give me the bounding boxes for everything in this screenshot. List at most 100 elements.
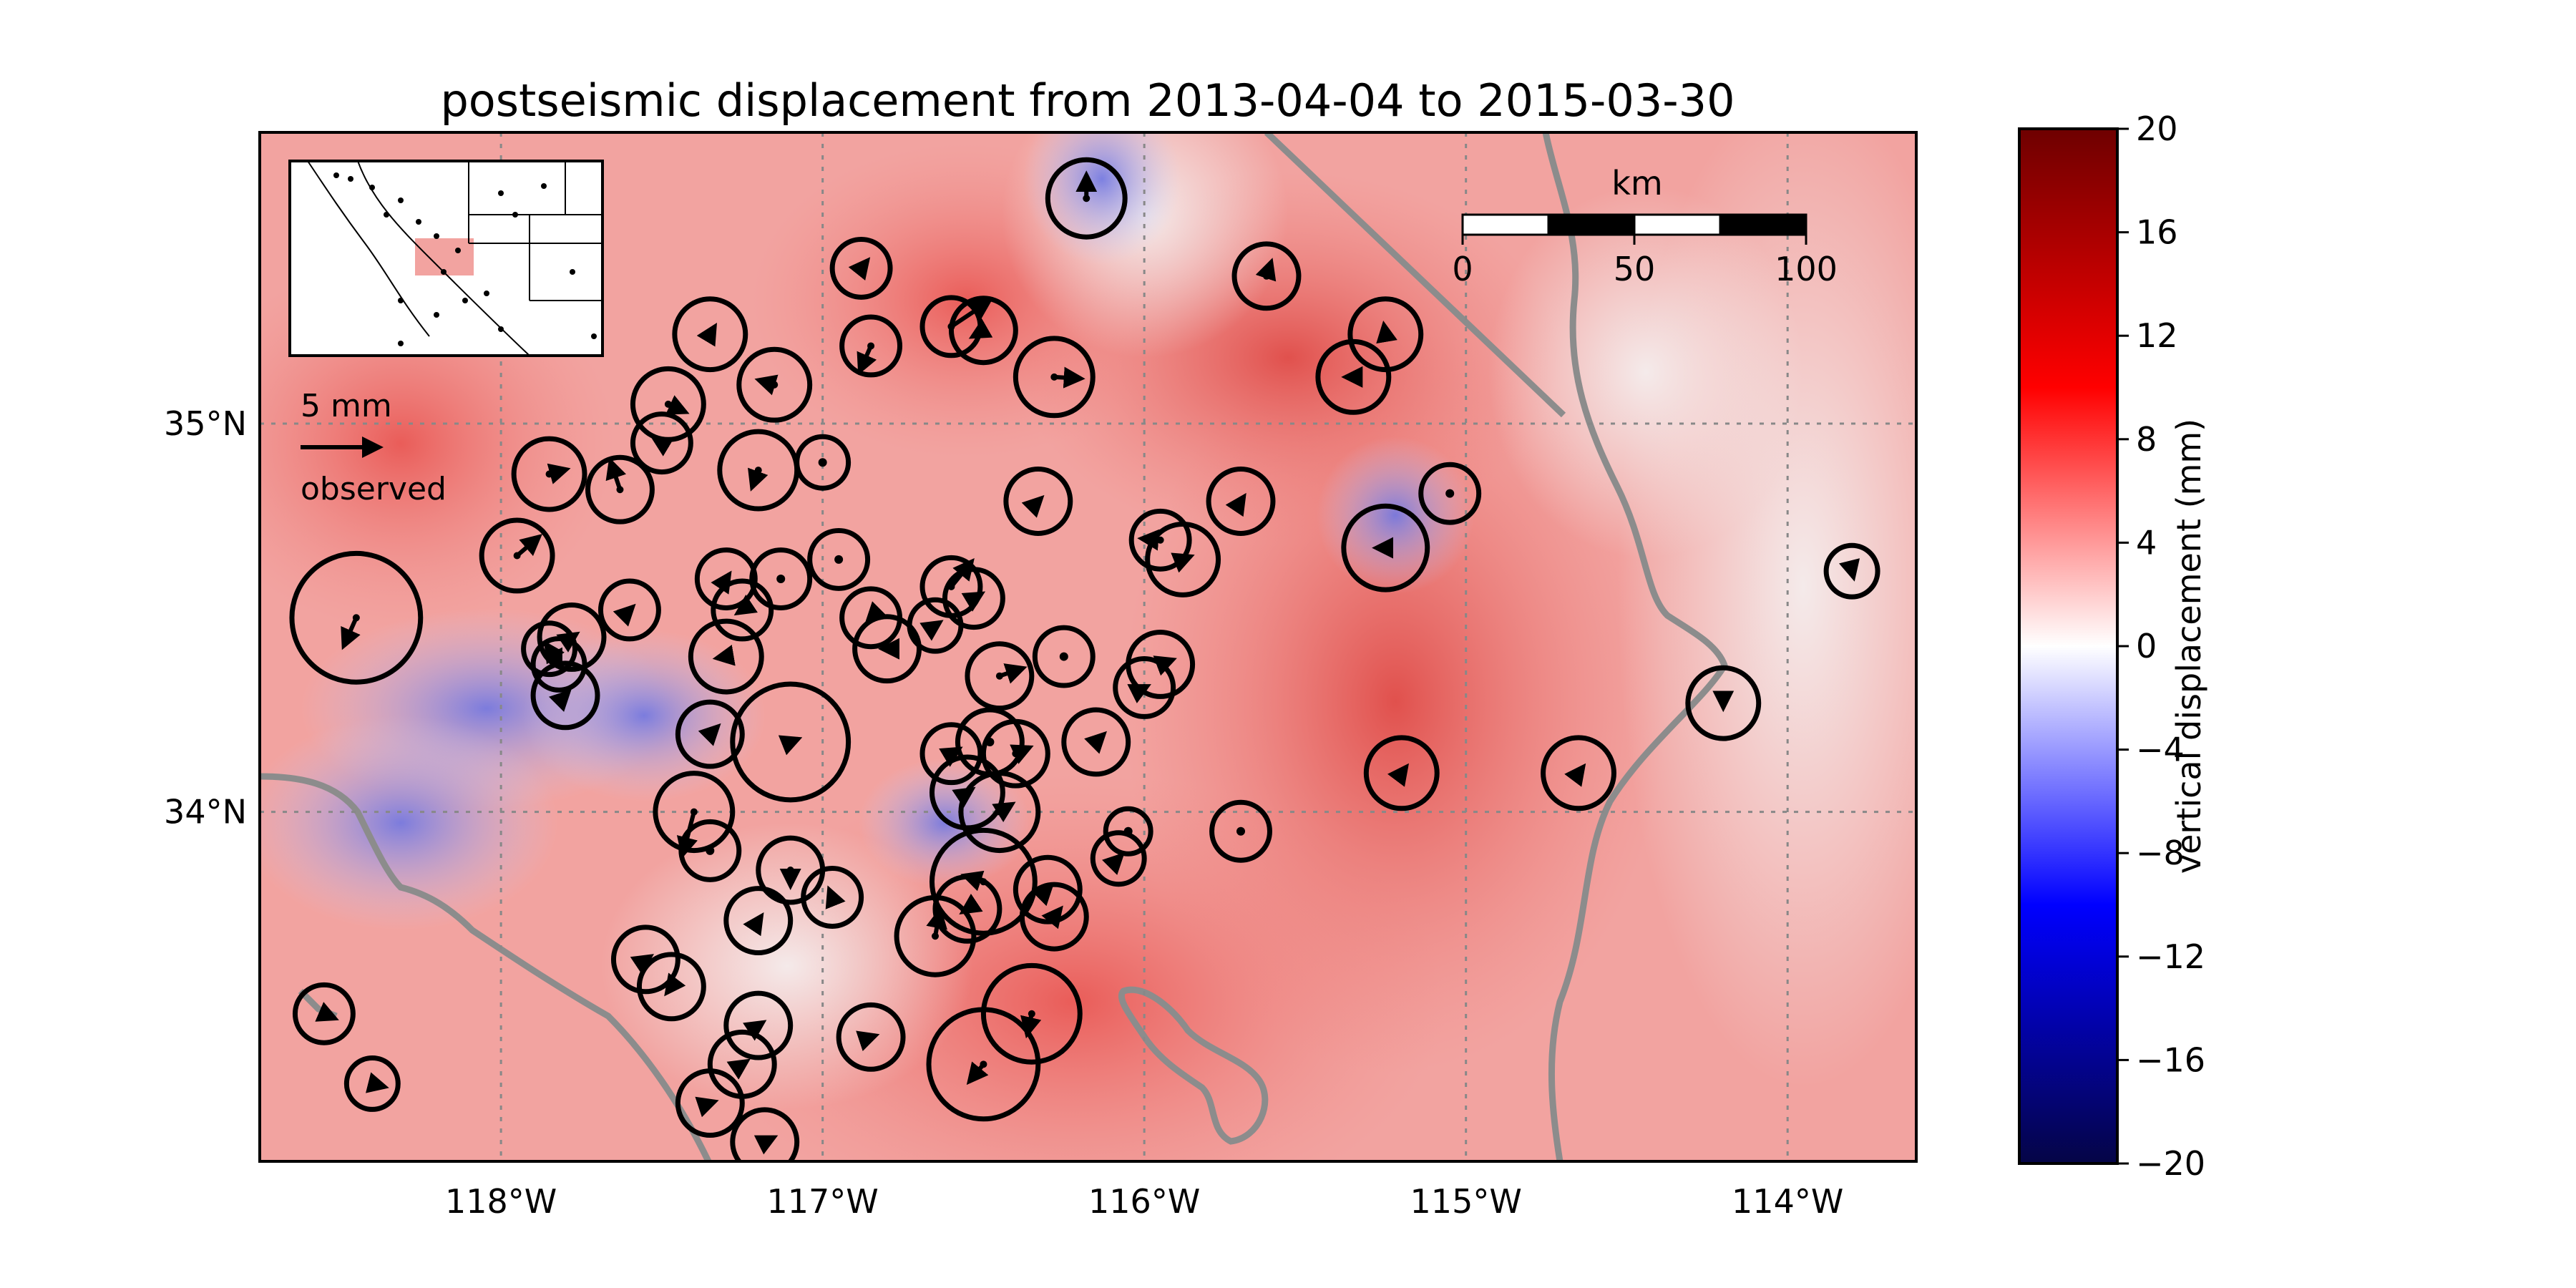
- gps-station: [1541, 735, 1616, 811]
- uncertainty-ellipse: [929, 754, 1005, 831]
- gps-station: [794, 434, 852, 491]
- gps-station: [1363, 735, 1440, 811]
- uncertainty-ellipse: [948, 296, 1018, 366]
- station-marker: [642, 955, 650, 963]
- gps-station: [585, 454, 655, 525]
- station-layer: [289, 157, 1880, 1161]
- uncertainty-ellipse: [730, 681, 852, 803]
- uncertainty-ellipse: [1685, 665, 1762, 741]
- gps-station: [730, 681, 852, 803]
- station-marker: [1083, 195, 1091, 203]
- state-border: [1264, 132, 1566, 418]
- displacement-arrow: [605, 457, 627, 491]
- station-marker: [867, 1033, 875, 1041]
- lon-tick-label: 116°W: [1088, 1182, 1200, 1221]
- gps-station: [711, 578, 774, 642]
- displacement-arrow: [1054, 366, 1085, 389]
- uncertainty-ellipse: [1019, 882, 1089, 952]
- uncertainty-ellipse: [1541, 735, 1616, 811]
- colorbar-label: vertical displacement (mm): [2170, 419, 2208, 874]
- uncertainty-ellipse: [1231, 241, 1302, 311]
- station-marker: [664, 400, 672, 408]
- uncertainty-ellipse: [688, 618, 764, 695]
- station-marker: [980, 326, 987, 334]
- uncertainty-ellipse: [1103, 806, 1153, 857]
- station-marker: [1445, 489, 1455, 498]
- uncertainty-ellipse: [1206, 467, 1276, 536]
- gps-station: [1103, 806, 1153, 857]
- displacement-arrow: [341, 617, 361, 650]
- lat-tick-label: 34°N: [164, 793, 247, 831]
- station-marker: [1059, 652, 1068, 661]
- inset-locator-map: [288, 160, 604, 357]
- station-marker: [706, 1099, 714, 1107]
- station-marker: [818, 458, 827, 467]
- station-marker: [658, 439, 665, 447]
- station-marker: [1141, 683, 1148, 691]
- displacement-arrow: [950, 298, 993, 328]
- uncertainty-ellipse: [730, 1107, 800, 1161]
- station-marker: [1237, 497, 1245, 505]
- colorbar-gradient: [2018, 127, 2119, 1165]
- gps-station: [479, 517, 555, 594]
- uncertainty-ellipse: [929, 827, 1038, 936]
- uncertainty-ellipse: [1003, 467, 1073, 536]
- station-marker: [722, 575, 730, 583]
- station-marker: [980, 1060, 987, 1068]
- uncertainty-ellipse: [829, 236, 893, 300]
- station-marker: [754, 467, 762, 474]
- gps-station: [1113, 656, 1176, 719]
- station-marker: [995, 672, 1003, 680]
- station-marker: [545, 645, 553, 653]
- station-marker: [738, 1060, 746, 1068]
- uncertainty-ellipse: [479, 517, 555, 594]
- uncertainty-ellipse: [836, 1002, 906, 1072]
- uncertainty-ellipse: [1045, 157, 1128, 240]
- scale-bar-label-0: 0: [1452, 250, 1473, 288]
- uncertainty-ellipse: [597, 578, 661, 642]
- station-marker: [616, 486, 624, 494]
- map-near-zero-zone: [601, 823, 973, 1109]
- station-marker: [857, 264, 865, 272]
- uncertainty-ellipse: [1418, 462, 1482, 525]
- colorbar-tick-label: −4: [2136, 731, 2185, 769]
- uncertainty-ellipse: [1090, 830, 1147, 887]
- gps-station: [1013, 336, 1096, 419]
- salton-sea: [1118, 986, 1269, 1145]
- station-marker: [771, 381, 779, 389]
- station-marker: [867, 342, 875, 350]
- gps-station: [965, 641, 1035, 711]
- colorbar-tick-label: 4: [2136, 523, 2157, 562]
- uncertainty-ellipse: [694, 547, 758, 610]
- uncertainty-ellipse: [675, 699, 745, 769]
- chart-title: postseismic displacement from 2013-04-04…: [440, 74, 1735, 127]
- gps-station: [672, 296, 748, 373]
- station-marker: [1028, 1010, 1035, 1018]
- uncertainty-ellipse: [942, 567, 1005, 630]
- gps-station: [1019, 882, 1089, 952]
- station-marker: [1012, 750, 1020, 758]
- lon-tick-label: 117°W: [767, 1182, 879, 1221]
- uncertainty-ellipse: [537, 602, 607, 672]
- station-marker: [754, 1022, 762, 1030]
- displacement-arrow: [857, 345, 877, 376]
- station-marker: [562, 691, 570, 699]
- uncertainty-ellipse: [919, 722, 983, 786]
- uncertainty-ellipse: [1061, 707, 1131, 777]
- gps-station: [723, 990, 794, 1060]
- colorbar-tick-label: −16: [2136, 1040, 2205, 1079]
- station-marker: [1123, 826, 1133, 836]
- uncertainty-ellipse: [965, 641, 1035, 711]
- station-marker: [1092, 738, 1100, 746]
- station-marker: [1179, 555, 1187, 563]
- colorbar-tick-label: −20: [2136, 1144, 2205, 1183]
- uncertainty-ellipse: [1363, 735, 1440, 811]
- gps-station: [1090, 830, 1147, 887]
- gps-station: [829, 236, 893, 300]
- gps-station: [1341, 503, 1430, 592]
- gps-station: [807, 527, 871, 591]
- station-marker: [995, 808, 1003, 816]
- station-marker: [1848, 567, 1856, 575]
